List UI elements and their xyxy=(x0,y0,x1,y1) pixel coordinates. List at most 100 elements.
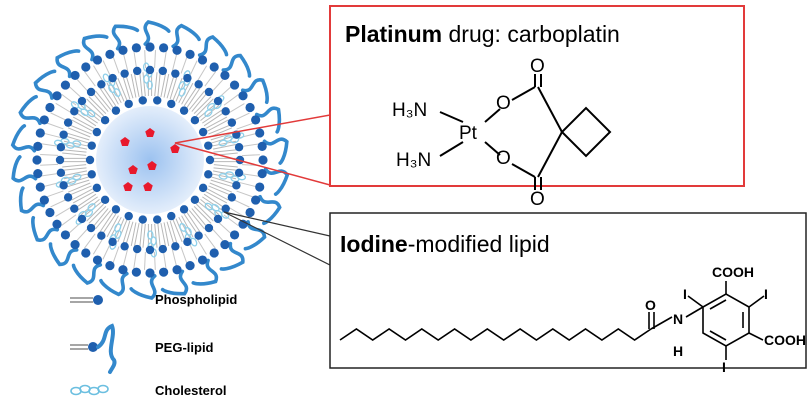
phospholipid-head-outer xyxy=(60,80,71,90)
cholesterol-ring xyxy=(179,223,187,232)
phospholipid-head-inner xyxy=(179,106,189,115)
iodinated-lipid-atoms: O N H I I I COOH COOH xyxy=(645,264,806,375)
cholesterol-ring xyxy=(211,203,220,212)
lipid-tail xyxy=(117,219,128,243)
lipid-tail xyxy=(241,154,260,157)
phospholipid-head-outer xyxy=(258,155,268,165)
lipid-tail xyxy=(154,50,156,69)
phospholipid-head-outer xyxy=(220,70,230,81)
iodine-box-title: Iodine-modified lipid xyxy=(340,231,550,257)
lipid-tail xyxy=(77,196,98,211)
bond-c-n xyxy=(650,316,673,330)
cholesterol-ring xyxy=(206,102,216,111)
phospholipid-head-inner xyxy=(100,195,110,204)
phospholipid-head-middle xyxy=(97,231,106,240)
phospholipid-head-middle xyxy=(77,214,87,224)
alkyl-chain xyxy=(339,328,652,341)
lipid-tail xyxy=(46,190,64,198)
peg-chain xyxy=(160,269,189,296)
lipid-tail xyxy=(83,233,96,249)
cholesterol-ring xyxy=(204,109,213,117)
phospholipid-head-inner xyxy=(190,195,200,204)
phospholipid-head-outer xyxy=(45,207,55,218)
lipid-tail xyxy=(212,143,237,150)
lipid-tail xyxy=(66,132,90,141)
lipid-tail xyxy=(62,149,87,153)
lipid-tail xyxy=(239,181,257,188)
bond-c-quat-bottom xyxy=(537,131,563,178)
phospholipid-head-outer xyxy=(220,239,230,250)
lipid-tail xyxy=(102,60,112,78)
lipid-tail xyxy=(41,172,60,177)
phospholipid-head-middle xyxy=(63,118,73,127)
phospholipid-head-outer xyxy=(257,169,267,179)
cholesterol-ring xyxy=(86,109,96,118)
phospholipid-head-outer xyxy=(197,55,208,65)
peg-chain xyxy=(31,215,60,242)
phospholipid-head-middle xyxy=(132,66,142,76)
lipid-tail xyxy=(67,182,91,193)
lipid-tail xyxy=(144,251,146,270)
phospholipid-head-inner xyxy=(198,183,208,193)
lipid-tail xyxy=(46,122,64,130)
bond-c-quat-top xyxy=(537,86,563,133)
peg-chain xyxy=(18,94,42,126)
phospholipid-head-outer xyxy=(255,128,265,138)
lipid-tail xyxy=(205,191,228,204)
phospholipid-head-outer xyxy=(251,115,261,125)
lipid-tail xyxy=(232,112,250,122)
aqueous-core xyxy=(96,106,204,214)
carboplatin-molecule xyxy=(170,144,180,154)
cholesterol-ring xyxy=(84,209,94,218)
carboplatin-molecule xyxy=(145,128,155,138)
lipid-tail xyxy=(240,143,259,148)
phospholipid-head-outer xyxy=(209,248,219,258)
lipid-tail xyxy=(236,190,254,198)
lipid-tail xyxy=(208,185,231,196)
platinum-box-title: Platinum drug: carboplatin xyxy=(345,21,620,47)
lipid-tail xyxy=(163,51,167,70)
atom-n: N xyxy=(673,311,683,327)
phospholipid-head-middle xyxy=(234,142,244,152)
lipid-tail xyxy=(65,135,89,144)
atom-pt: Pt xyxy=(459,123,478,144)
lipid-tail xyxy=(171,249,178,267)
lipid-tail xyxy=(180,246,188,264)
lipid-tail xyxy=(88,206,107,224)
lipid-tail xyxy=(202,109,223,124)
phospholipid-head-outer xyxy=(52,91,62,101)
phospholipid-head-inner xyxy=(87,170,96,179)
phospholipid-head-inner xyxy=(92,183,102,193)
atom-i-bottom: I xyxy=(722,359,726,375)
lipid-tail xyxy=(122,249,129,267)
lipid-tail xyxy=(209,182,233,193)
phospholipid-head-middle xyxy=(59,130,68,139)
lipid-tail xyxy=(162,250,167,269)
lipid-tail xyxy=(99,87,114,108)
phospholipid-head-outer xyxy=(245,207,255,218)
peg-chain xyxy=(263,167,290,196)
lipid-tail xyxy=(86,98,104,117)
peg-chain xyxy=(143,20,171,46)
lipid-tail xyxy=(55,102,72,114)
phospholipid-head-outer xyxy=(92,255,103,265)
lipid-tail xyxy=(223,94,239,106)
lipid-tail xyxy=(75,112,97,127)
phospholipid-head-outer xyxy=(39,115,49,125)
cholesterol-ring xyxy=(143,74,150,84)
phospholipid-head-outer xyxy=(35,182,45,192)
cholesterol-ring xyxy=(70,101,80,109)
lipid-tail xyxy=(71,188,94,201)
phospholipid-head-outer xyxy=(92,55,103,65)
lipid-tail xyxy=(166,221,175,245)
lipid-tail xyxy=(130,222,137,247)
lipid-tail xyxy=(205,116,228,129)
phospholipid-head-middle xyxy=(77,96,87,106)
lipid-tail xyxy=(204,233,216,249)
lipid-tail xyxy=(122,220,131,244)
lipid-tail xyxy=(228,206,245,218)
lipid-tail xyxy=(142,72,146,97)
phospholipid-head-middle xyxy=(171,69,180,78)
legend-peg-lipid-label: PEG-lipid xyxy=(155,340,214,355)
lipid-tail xyxy=(204,71,217,87)
